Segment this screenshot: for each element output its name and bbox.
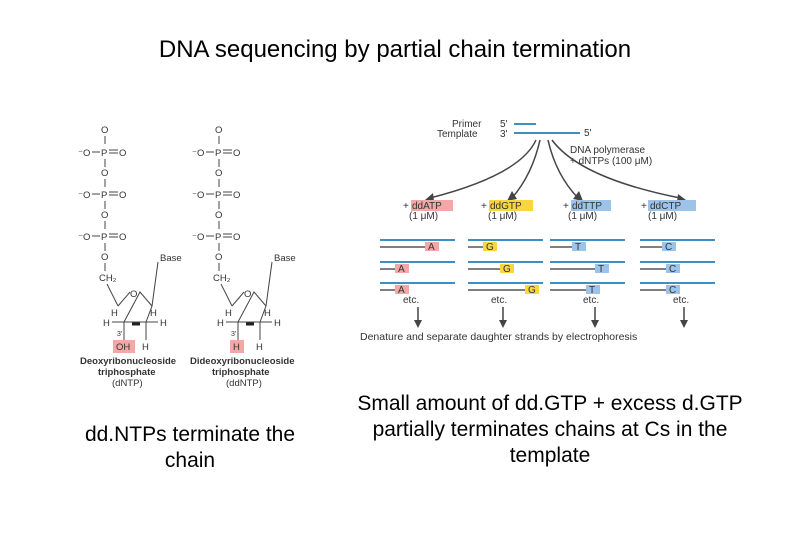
svg-text:H: H	[160, 318, 167, 329]
svg-text:O: O	[101, 252, 108, 263]
svg-text:O: O	[101, 168, 108, 179]
svg-text:+ dNTPs (100 μM): + dNTPs (100 μM)	[570, 156, 652, 167]
svg-text:P: P	[215, 232, 221, 243]
svg-text:H: H	[103, 318, 110, 329]
svg-text:H: H	[150, 308, 157, 319]
svg-text:H: H	[233, 342, 240, 353]
svg-text:Dideoxyribonucleoside: Dideoxyribonucleoside	[190, 356, 295, 367]
svg-text:H: H	[111, 308, 118, 319]
oh-highlight	[113, 340, 135, 353]
svg-text:O: O	[233, 232, 240, 243]
svg-text:O: O	[101, 210, 108, 221]
svg-text:O: O	[244, 289, 251, 300]
svg-text:CH₂: CH₂	[99, 273, 117, 284]
svg-text:⁻O: ⁻O	[78, 190, 90, 201]
svg-text:Base: Base	[274, 253, 296, 264]
svg-text:O: O	[215, 168, 222, 179]
svg-text:⁻O: ⁻O	[192, 232, 204, 243]
svg-text:ddTTP: ddTTP	[572, 201, 602, 212]
svg-text:⁻O: ⁻O	[78, 232, 90, 243]
figure-panel: O ⁻O P O O ⁻O P O O ⁻O P O O CH₂ O Base …	[78, 119, 715, 389]
svg-text:T: T	[589, 285, 595, 296]
svg-text:etc.: etc.	[673, 295, 689, 306]
svg-text:A: A	[398, 285, 405, 296]
caption-left: dd.NTPs terminate the chain	[84, 423, 296, 472]
svg-text:Deoxyribonucleoside: Deoxyribonucleoside	[80, 356, 176, 367]
svg-text:(1 μM): (1 μM)	[409, 211, 438, 222]
svg-text:O: O	[233, 190, 240, 201]
svg-text:T: T	[575, 242, 581, 253]
svg-text:G: G	[486, 242, 494, 253]
svg-text:C: C	[669, 264, 676, 275]
ddntp-structure: O ⁻O P O O ⁻O P O O ⁻O P O O CH₂ O Base …	[190, 125, 296, 389]
svg-text:Base: Base	[160, 253, 182, 264]
svg-text:(1 μM): (1 μM)	[648, 211, 677, 222]
h-highlight	[230, 340, 244, 353]
svg-text:triphosphate: triphosphate	[212, 367, 270, 378]
svg-text:O: O	[215, 252, 222, 263]
svg-text:(1 μM): (1 μM)	[568, 211, 597, 222]
svg-text:(1 μM): (1 μM)	[488, 211, 517, 222]
svg-text:G: G	[528, 285, 536, 296]
svg-text:ddCTP: ddCTP	[650, 201, 681, 212]
svg-text:OH: OH	[116, 342, 130, 353]
svg-text:H: H	[217, 318, 224, 329]
svg-text:P: P	[101, 232, 107, 243]
svg-text:T: T	[598, 264, 604, 275]
svg-text:ddGTP: ddGTP	[490, 201, 522, 212]
svg-text:⁻O: ⁻O	[78, 148, 90, 159]
svg-text:H: H	[274, 318, 281, 329]
sequencing-scheme: Primer 5' Template 3' 5' DNA polymerase …	[360, 119, 715, 343]
svg-text:(ddNTP): (ddNTP)	[226, 378, 262, 389]
svg-text:(dNTP): (dNTP)	[112, 378, 143, 389]
svg-text:P: P	[215, 190, 221, 201]
svg-text:⁻O: ⁻O	[192, 148, 204, 159]
svg-text:G: G	[503, 264, 511, 275]
caption-right: Small amount of dd.GTP + excess d.GTP pa…	[357, 392, 743, 467]
svg-text:H: H	[264, 308, 271, 319]
svg-text:etc.: etc.	[403, 295, 419, 306]
svg-text:O: O	[101, 125, 108, 136]
svg-text:⁻O: ⁻O	[192, 190, 204, 201]
svg-text:triphosphate: triphosphate	[98, 367, 156, 378]
svg-text:+: +	[563, 201, 569, 212]
svg-text:3': 3'	[500, 129, 508, 140]
svg-text:O: O	[130, 289, 137, 300]
svg-text:O: O	[215, 125, 222, 136]
dntp-structure: O ⁻O P O O ⁻O P O O ⁻O P O O CH₂ O Base …	[78, 125, 182, 389]
svg-text:O: O	[233, 148, 240, 159]
svg-text:Primer: Primer	[452, 119, 482, 130]
svg-text:etc.: etc.	[491, 295, 507, 306]
svg-text:P: P	[215, 148, 221, 159]
svg-text:O: O	[215, 210, 222, 221]
svg-text:O: O	[119, 148, 126, 159]
svg-text:+: +	[403, 201, 409, 212]
svg-text:+: +	[641, 201, 647, 212]
svg-text:O: O	[119, 232, 126, 243]
svg-text:H: H	[142, 342, 149, 353]
page-title: DNA sequencing by partial chain terminat…	[158, 36, 632, 63]
svg-text:H: H	[256, 342, 263, 353]
svg-text:+: +	[481, 201, 487, 212]
svg-text:DNA polymerase: DNA polymerase	[570, 145, 645, 156]
svg-text:3': 3'	[117, 331, 122, 338]
svg-text:A: A	[398, 264, 405, 275]
svg-text:O: O	[119, 190, 126, 201]
svg-text:P: P	[101, 190, 107, 201]
svg-text:etc.: etc.	[583, 295, 599, 306]
svg-text:Template: Template	[437, 129, 478, 140]
svg-text:A: A	[428, 242, 435, 253]
svg-text:5': 5'	[584, 128, 592, 139]
svg-text:H: H	[225, 308, 232, 319]
svg-text:C: C	[665, 242, 672, 253]
svg-text:3': 3'	[231, 331, 236, 338]
svg-text:Denature and separate daughter: Denature and separate daughter strands b…	[360, 331, 637, 343]
svg-text:ddATP: ddATP	[412, 201, 442, 212]
svg-text:C: C	[669, 285, 676, 296]
svg-text:P: P	[101, 148, 107, 159]
svg-text:5': 5'	[500, 119, 508, 130]
svg-text:CH₂: CH₂	[213, 273, 231, 284]
